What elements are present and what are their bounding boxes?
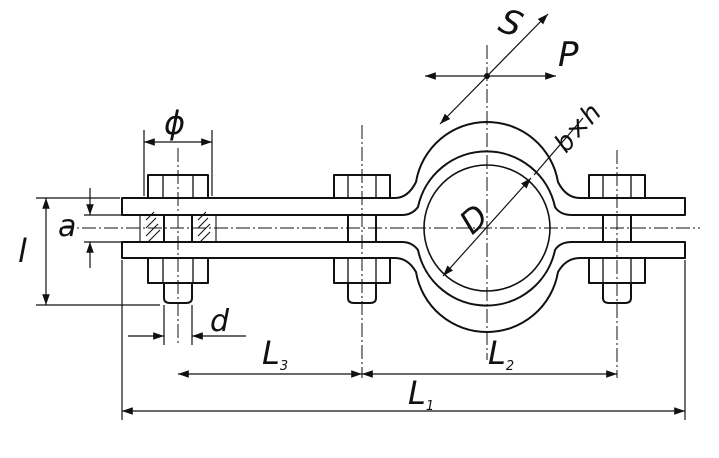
lower-strap: [121, 241, 686, 333]
label-phi: ϕ: [164, 104, 185, 142]
label-L2: L2: [488, 334, 514, 374]
bolt-right: [588, 174, 646, 304]
upper-strap: [121, 121, 686, 216]
dimension-lines: [36, 13, 686, 420]
center-lines: [60, 45, 700, 378]
label-b-h: b×h: [549, 98, 608, 159]
label-d: d: [210, 304, 230, 339]
force-point: [484, 73, 490, 79]
label-L3: L3: [262, 334, 288, 374]
bolt-section-hatch: [139, 211, 217, 243]
label-a: a: [58, 209, 76, 244]
label-P: P: [558, 35, 579, 75]
label-D: D: [452, 197, 496, 242]
label-L1: L1: [408, 374, 434, 414]
label-l: l: [18, 232, 27, 270]
